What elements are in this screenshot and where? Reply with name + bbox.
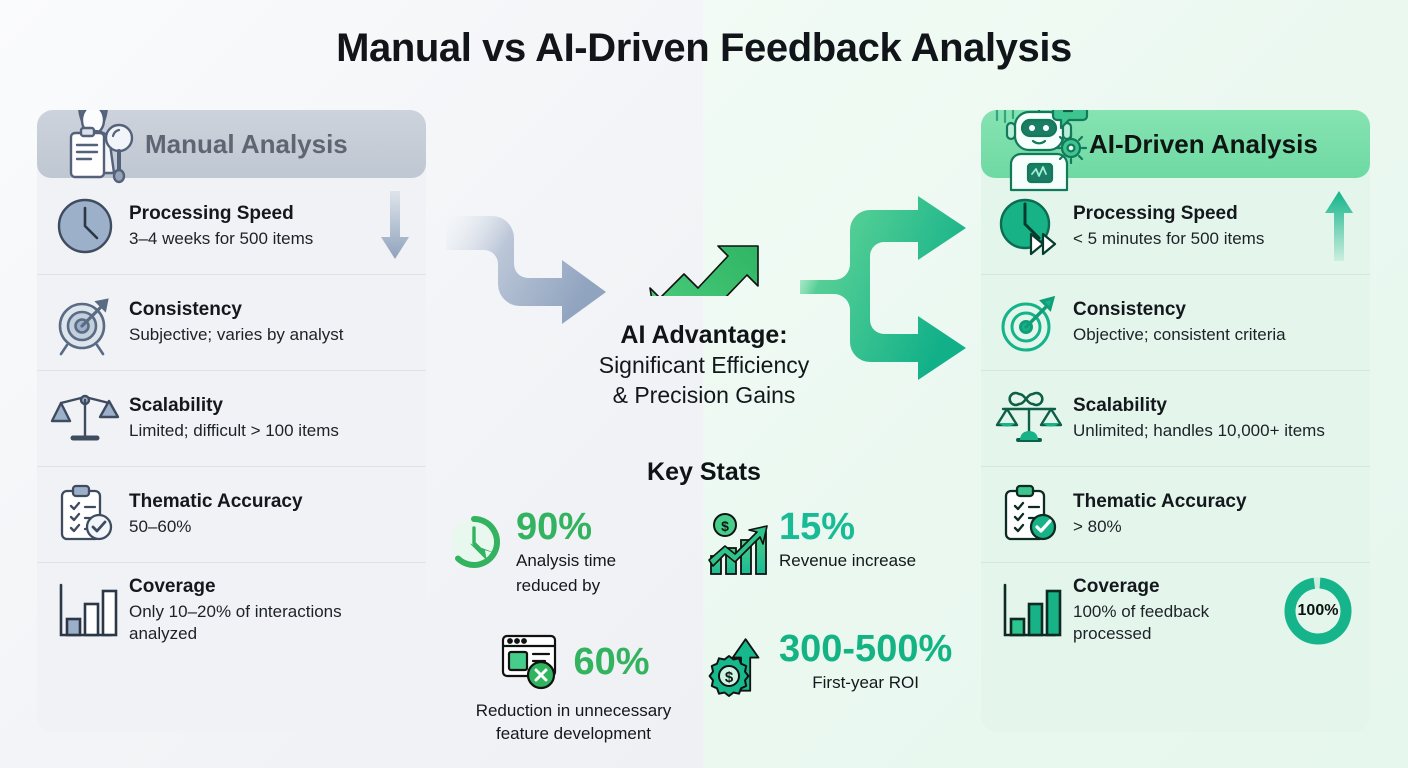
stat-number: 90%: [516, 506, 593, 548]
key-stats-grid: 90% Analysis time reduced by $: [442, 500, 968, 748]
key-stats-title: Key Stats: [647, 458, 761, 486]
row-value: Subjective; varies by analyst: [129, 325, 344, 345]
manual-row-scalability: Scalability Limited; difficult > 100 ite…: [37, 370, 426, 466]
upward-trendline-icon: [649, 245, 759, 296]
clipboard-check-icon: [1004, 484, 1057, 540]
gray-merge-arrow-icon: [446, 216, 606, 324]
bar-chart-icon: [1003, 583, 1062, 636]
ai-advantage-block: AI Advantage: Significant Efficiency & P…: [440, 320, 968, 411]
stat-caption-1: First-year ROI: [812, 673, 919, 692]
donut-value-label: 100%: [1297, 601, 1339, 619]
row-value: 3–4 weeks for 500 items: [129, 228, 314, 248]
stat-first-year-roi: $ 300-500% First-year ROI: [705, 622, 968, 748]
manual-row-thematic-accuracy: Thematic Accuracy 50–60%: [37, 466, 426, 562]
svg-text:$: $: [725, 669, 734, 686]
ai-card-title: AI-Driven Analysis: [1089, 128, 1318, 159]
manual-row-coverage: Coverage Only 10–20% of interactions ana…: [37, 562, 426, 658]
row-label: Consistency: [129, 299, 242, 321]
ai-analysis-card: AI-Driven Analysis Processing Speed < 5 …: [981, 110, 1370, 732]
stat-caption-1: Reduction in unnecessary: [475, 701, 672, 720]
green-split-arrow-icon: [800, 196, 966, 380]
down-arrow-icon: [381, 191, 409, 259]
scales-icon: [50, 394, 120, 440]
stat-caption-2: feature development: [496, 724, 651, 744]
ai-row-consistency: Consistency Objective; consistent criter…: [981, 274, 1370, 370]
target-icon: [58, 297, 109, 355]
stat-caption-2: reduced by: [516, 576, 601, 596]
up-arrow-icon: [1325, 191, 1353, 261]
svg-text:$: $: [721, 518, 729, 534]
row-label: Coverage: [129, 576, 216, 598]
manual-row-consistency: Consistency Subjective; varies by analys…: [37, 274, 426, 370]
row-value: Limited; difficult > 100 items: [129, 421, 339, 441]
row-label: Coverage: [1073, 576, 1160, 598]
row-value: > 80%: [1073, 517, 1122, 537]
coverage-donut-chart: 100%: [1280, 573, 1356, 649]
row-value: 50–60%: [129, 517, 192, 537]
stat-analysis-time: 90% Analysis time reduced by: [442, 500, 705, 622]
ai-row-processing-speed: Processing Speed < 5 minutes for 500 ite…: [981, 178, 1370, 274]
stat-number: 15%: [779, 506, 856, 548]
ai-row-thematic-accuracy: Thematic Accuracy > 80%: [981, 466, 1370, 562]
row-label: Scalability: [1073, 395, 1167, 417]
bar-chart-icon: [59, 583, 118, 636]
stat-caption-1: Analysis time: [516, 551, 617, 570]
ai-advantage-line-2: & Precision Gains: [612, 382, 796, 409]
scales-infinity-icon: [995, 391, 1063, 442]
browser-remove-icon: [502, 634, 557, 690]
row-label: Thematic Accuracy: [1073, 491, 1247, 513]
stat-number: 60%: [573, 641, 650, 683]
target-icon: [1001, 295, 1056, 351]
ai-advantage-heading: AI Advantage:: [620, 321, 788, 349]
manual-row-processing-speed: Processing Speed 3–4 weeks for 500 items: [37, 178, 426, 274]
robot-chat-gear-icon: [995, 110, 1089, 192]
row-value: 100% of feedback processed: [1073, 602, 1210, 643]
manual-card-title: Manual Analysis: [145, 128, 348, 159]
manual-analysis-card: Manual Analysis Processing Speed 3–4 wee…: [37, 110, 426, 732]
stat-number: 300-500%: [779, 628, 953, 670]
clock-fastforward-icon: [999, 198, 1057, 256]
row-value: Unlimited; handles 10,000+ items: [1073, 421, 1325, 441]
row-value: Only 10–20% of interactions analyzed: [129, 602, 342, 643]
ai-row-coverage: Coverage 100% of feedback processed 100%: [981, 562, 1370, 658]
analyst-clipboard-magnifier-icon: [69, 110, 134, 184]
row-label: Processing Speed: [1073, 202, 1238, 224]
ai-row-scalability: Scalability Unlimited; handles 10,000+ i…: [981, 370, 1370, 466]
stat-caption-1: Revenue increase: [779, 551, 917, 570]
page-title: Manual vs AI-Driven Feedback Analysis: [336, 26, 1072, 70]
row-label: Consistency: [1073, 299, 1186, 321]
row-value: Objective; consistent criteria: [1073, 325, 1286, 345]
row-value: < 5 minutes for 500 items: [1073, 228, 1265, 248]
row-label: Processing Speed: [129, 202, 294, 224]
manual-card-header: Manual Analysis: [37, 110, 426, 184]
ai-card-header: AI-Driven Analysis: [981, 110, 1370, 192]
clock-reduce-icon: [451, 516, 501, 568]
revenue-growth-icon: $: [708, 513, 768, 575]
row-label: Thematic Accuracy: [129, 491, 303, 513]
stat-feature-reduction: 60% Reduction in unnecessary feature dev…: [442, 622, 705, 748]
row-label: Scalability: [129, 395, 223, 417]
donut-ring: [1284, 577, 1352, 644]
stat-revenue-increase: $ 15% Revenue increase: [705, 500, 968, 622]
clock-icon: [57, 198, 113, 254]
ai-advantage-line-1: Significant Efficiency: [598, 352, 810, 379]
clipboard-check-icon: [60, 484, 113, 540]
gear-dollar-uparrow-icon: $: [708, 638, 760, 697]
